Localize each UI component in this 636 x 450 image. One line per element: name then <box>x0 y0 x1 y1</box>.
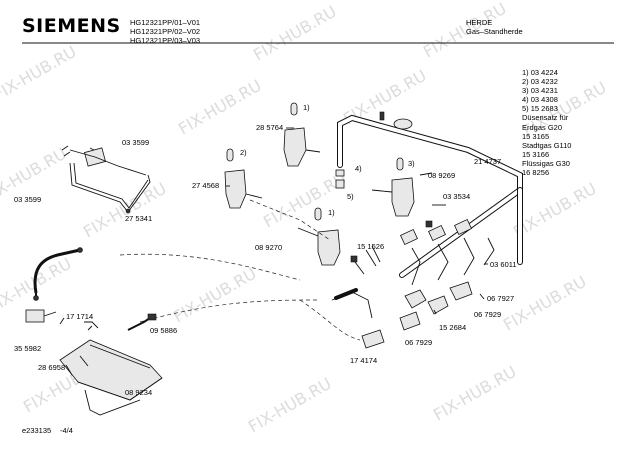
brand-logo: SIEMENS <box>22 15 121 37</box>
doc-id: e233135 <box>22 426 52 435</box>
leader-lines <box>59 127 488 331</box>
part-label: 35 5982 <box>14 344 42 353</box>
part-label: 15 2684 <box>439 323 467 332</box>
legend-line: 1) 03 4224 <box>522 68 558 77</box>
legend-line: Erdgas G20 <box>522 122 563 132</box>
legend-line: 4) 03 4308 <box>522 95 558 105</box>
gas-valves <box>331 281 473 349</box>
part-label: 08 9269 <box>428 171 456 180</box>
part-label: 28 6958 <box>38 363 66 372</box>
part-label: 28 5764 <box>256 123 284 132</box>
burner-tap-27-4568 <box>224 148 263 209</box>
legend-line: Stadtgas G110 <box>522 140 572 150</box>
burner-tap-08-9269 <box>371 157 415 217</box>
bracket-parts <box>25 309 99 329</box>
ref-marker: 1) <box>328 208 335 217</box>
page-number: -4/4 <box>60 426 73 435</box>
part-label: 27 5341 <box>125 214 153 223</box>
legend-line: 5) 15 2683 <box>522 104 558 114</box>
thermocouple-wire <box>61 145 151 214</box>
part-label: 03 6011 <box>490 260 517 269</box>
ref-marker: 1) <box>303 103 310 112</box>
part-label: 21 4737 <box>474 157 502 166</box>
part-label: 03 3599 <box>14 195 42 204</box>
burner-tap-08-9270 <box>297 207 341 266</box>
part-label: 08 9234 <box>125 388 153 397</box>
legend-line: 15 3165 <box>522 131 550 141</box>
part-label: 03 3534 <box>443 192 471 201</box>
legend-line: 3) 03 4231 <box>522 86 558 96</box>
part-label: 09 5886 <box>150 326 178 335</box>
ref-marker: 5) <box>347 192 354 201</box>
legend-line: 2) 03 4232 <box>522 77 558 87</box>
part-label: 06 7929 <box>405 338 433 347</box>
legend-line: 16 8256 <box>522 168 550 178</box>
burner-tap-28-5764 <box>283 102 321 167</box>
nozzle-fittings <box>335 111 433 275</box>
part-label: 17 4174 <box>350 356 378 365</box>
part-label: 15 1526 <box>357 242 385 251</box>
ref-marker: 3) <box>408 159 415 168</box>
part-label: 03 3599 <box>122 138 150 147</box>
model-number: HG12321PP/01–V01 <box>130 18 201 27</box>
part-label: 27 4568 <box>192 181 220 190</box>
model-number: HG12321PP/02–V02 <box>130 27 201 36</box>
oven-burner <box>59 339 163 416</box>
legend-line: Düsensatz für <box>522 113 569 123</box>
legend-line: 15 3166 <box>522 149 550 159</box>
flex-hose <box>33 247 83 301</box>
ref-marker: 4) <box>355 164 362 173</box>
part-label: 06 7927 <box>487 294 515 303</box>
igniter <box>127 313 157 331</box>
routing-dashes <box>119 199 361 341</box>
part-label: 06 7929 <box>474 310 502 319</box>
model-number: HG12321PP/03–V03 <box>130 36 201 45</box>
gas-manifold-pipe <box>337 114 523 278</box>
part-label: 17 1714 <box>66 312 94 321</box>
subcategory-label: Gas–Standherde <box>466 27 523 36</box>
ref-marker: 2) <box>240 148 247 157</box>
legend-line: Flüssigas G30 <box>522 158 570 168</box>
category-label: HERDE <box>466 18 493 27</box>
part-label: 08 9270 <box>255 243 283 252</box>
valve-connectors <box>400 218 495 286</box>
nozzle-legend: 1) 03 4224 2) 03 4232 3) 03 4231 4) 03 4… <box>522 68 571 177</box>
